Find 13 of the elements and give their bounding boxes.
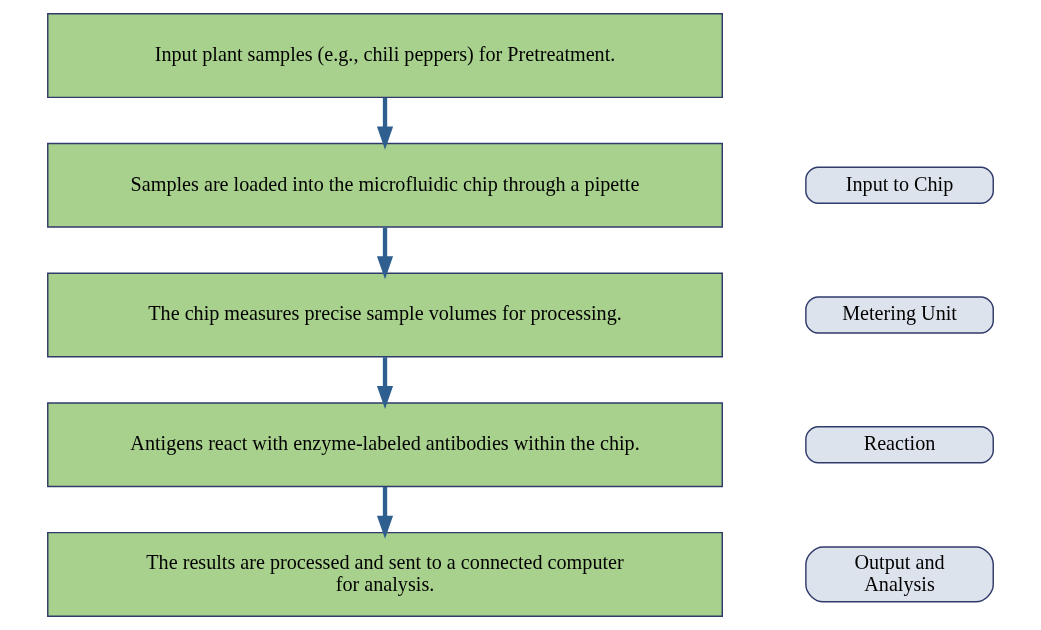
arrow (376, 487, 394, 539)
node-box: The chip measures precise sample volumes for processing. (47, 272, 723, 358)
arrow (376, 227, 394, 280)
node-box: The results are processed and sent to a connected computer for analysis. (47, 531, 723, 617)
arrow (376, 97, 394, 150)
node-box: Samples are loaded into the microfluidic chip through a pipette (47, 142, 723, 228)
node-box: Reaction (805, 425, 994, 464)
node-box: Input plant samples (e.g., chili peppers) for Pretreatment. (47, 13, 723, 99)
node-box: Input to Chip (805, 166, 994, 204)
node-box: Output and Analysis (805, 546, 994, 603)
node-box: Antigens react with enzyme-labeled antibodies within the chip. (47, 402, 723, 488)
arrow (376, 357, 394, 410)
node-box: Metering Unit (805, 296, 994, 334)
